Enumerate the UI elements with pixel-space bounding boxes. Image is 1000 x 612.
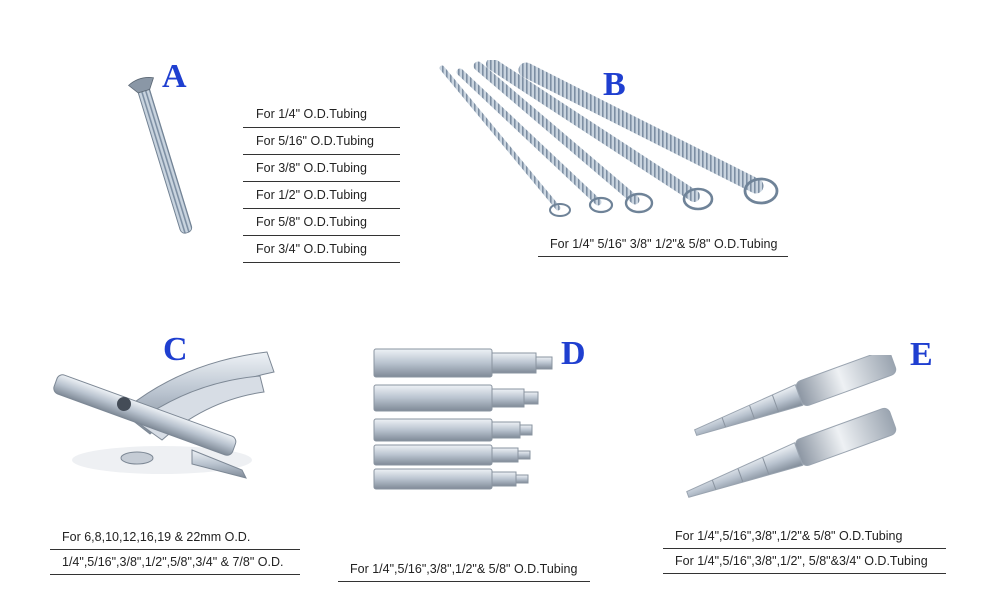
section-a-spec-list: For 1/4" O.D.Tubing For 5/16" O.D.Tubing… bbox=[243, 101, 400, 263]
section-c-label: C bbox=[163, 331, 188, 368]
swaging-tool-icon bbox=[53, 351, 275, 479]
section-c-caption-list: For 6,8,10,12,16,19 & 22mm O.D. 1/4",5/1… bbox=[50, 525, 300, 575]
single-bending-spring-icon bbox=[127, 77, 193, 234]
section-e-caption-list: For 1/4",5/16",3/8",1/2"& 5/8" O.D.Tubin… bbox=[663, 524, 946, 574]
section-a-label: A bbox=[162, 58, 187, 95]
caption-row: 1/4",5/16",3/8",1/2",5/8",3/4" & 7/8" O.… bbox=[50, 550, 300, 575]
step-swage-punch-icon bbox=[686, 355, 897, 498]
spec-row: For 1/4" O.D.Tubing bbox=[243, 101, 400, 128]
section-b-label: B bbox=[603, 66, 626, 103]
spec-row: For 1/2" O.D.Tubing bbox=[243, 182, 400, 209]
hex-swage-bits-icon bbox=[373, 348, 553, 490]
caption-row: For 6,8,10,12,16,19 & 22mm O.D. bbox=[50, 525, 300, 550]
spec-row: For 3/8" O.D.Tubing bbox=[243, 155, 400, 182]
section-d-label: D bbox=[561, 335, 586, 372]
section-e-label: E bbox=[910, 336, 933, 373]
caption-row: For 1/4",5/16",3/8",1/2"& 5/8" O.D.Tubin… bbox=[663, 524, 946, 549]
spec-row: For 5/8" O.D.Tubing bbox=[243, 209, 400, 236]
bending-spring-set-icon bbox=[439, 60, 779, 217]
section-b-caption: For 1/4" 5/16" 3/8" 1/2"& 5/8" O.D.Tubin… bbox=[538, 237, 788, 257]
spec-row: For 5/16" O.D.Tubing bbox=[243, 128, 400, 155]
section-d-caption: For 1/4",5/16",3/8",1/2"& 5/8" O.D.Tubin… bbox=[338, 562, 590, 582]
spec-row: For 3/4" O.D.Tubing bbox=[243, 236, 400, 263]
caption-row: For 1/4",5/16",3/8",1/2", 5/8"&3/4" O.D.… bbox=[663, 549, 946, 574]
